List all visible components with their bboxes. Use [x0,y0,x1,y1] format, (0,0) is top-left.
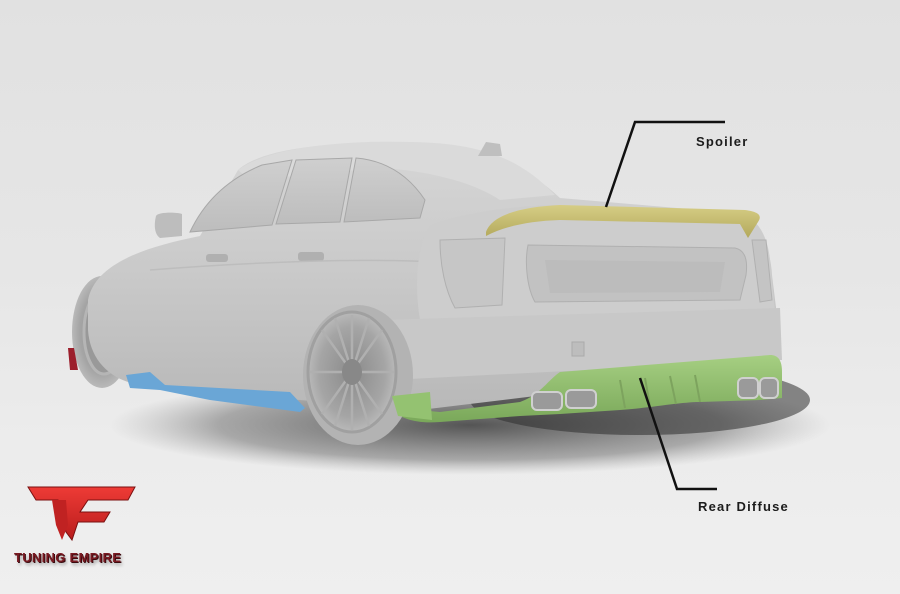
rear-diffuser-part [392,355,782,423]
spoiler-part [486,205,760,238]
spoiler-label: Spoiler [696,134,749,149]
rear-diffuser-label: Rear Diffuse [698,499,789,514]
spoiler-callout-line [604,120,725,208]
brand-name: TUNING EMPIRE [14,550,122,565]
diffuser-callout-line [638,377,717,491]
side-skirt-part [126,372,305,412]
tuning-empire-logo-mark [27,486,136,542]
front-lip-part [68,348,78,370]
